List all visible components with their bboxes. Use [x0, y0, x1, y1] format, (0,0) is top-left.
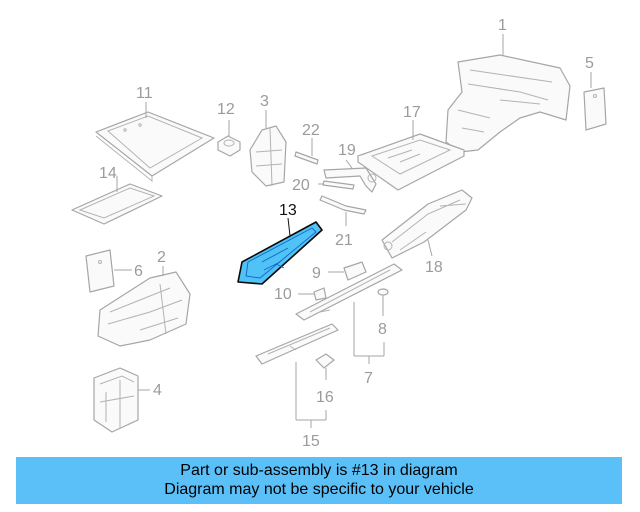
- callout-21: 21: [335, 232, 353, 249]
- leader-13: [287, 217, 291, 237]
- callout-10: 10: [274, 286, 292, 303]
- callout-7: 7: [364, 370, 373, 387]
- part-8-clip: [377, 288, 389, 302]
- banner-line-2: Diagram may not be specific to your vehi…: [164, 481, 474, 498]
- callout-1: 1: [498, 17, 507, 34]
- part-7-sill: [295, 263, 403, 321]
- leader-19: [345, 159, 353, 169]
- callout-22: 22: [302, 122, 320, 139]
- callout-2: 2: [157, 249, 166, 266]
- part-11-floor-panel: [95, 111, 215, 183]
- part-12-clip: [217, 135, 241, 157]
- callout-19: 19: [338, 142, 356, 159]
- part-17-tray: [357, 133, 465, 191]
- callout-17: 17: [403, 104, 421, 121]
- part-2-lower-trim: [97, 271, 191, 347]
- part-13-highlighted-panel[interactable]: [237, 221, 323, 285]
- part-15-cover: [255, 323, 339, 365]
- callout-12: 12: [217, 101, 235, 118]
- callout-13: 13: [279, 202, 297, 219]
- info-banner: Part or sub-assembly is #13 in diagram D…: [16, 457, 622, 504]
- part-21-handle: [319, 195, 367, 215]
- callout-20: 20: [292, 177, 310, 194]
- part-3-bracket: [249, 125, 287, 187]
- callout-16: 16: [316, 389, 334, 406]
- callout-9: 9: [312, 265, 321, 282]
- callout-3: 3: [260, 93, 269, 110]
- callout-15: 15: [302, 433, 320, 450]
- callout-5: 5: [585, 55, 594, 72]
- part-1-quarter-trim: [445, 54, 571, 153]
- part-14-mat: [71, 183, 163, 225]
- banner-line-1: Part or sub-assembly is #13 in diagram: [180, 462, 458, 479]
- part-19-wrench: [323, 167, 377, 193]
- callout-14: 14: [99, 165, 117, 182]
- part-5-cover: [583, 87, 607, 131]
- part-16-cap: [315, 353, 335, 369]
- part-10-clip: [313, 287, 327, 301]
- part-4-storage-box: [93, 367, 139, 433]
- leader-18: [427, 239, 433, 257]
- callout-6: 6: [134, 263, 143, 280]
- part-18-jack: [381, 189, 473, 259]
- callout-18: 18: [425, 259, 443, 276]
- part-20-rod: [322, 180, 355, 190]
- part-9-block: [343, 261, 367, 281]
- part-6-cover: [85, 249, 115, 293]
- callout-8: 8: [378, 321, 387, 338]
- callout-4: 4: [153, 382, 162, 399]
- callout-11: 11: [136, 85, 153, 102]
- part-22-bolt: [294, 151, 319, 165]
